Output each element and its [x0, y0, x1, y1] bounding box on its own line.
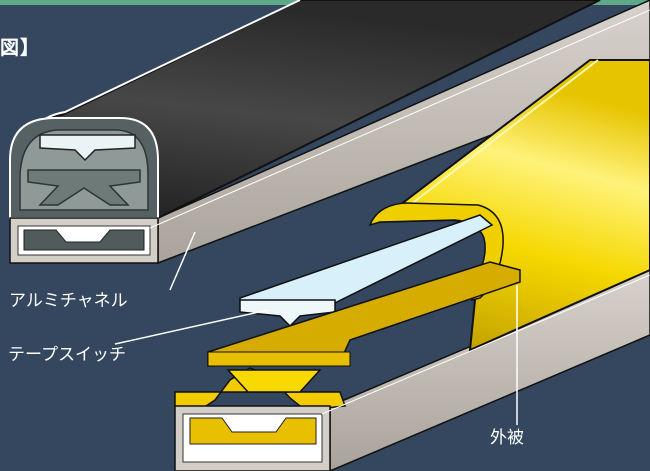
yellow-cable [174, 59, 650, 471]
label-tape-switch: テープスイッチ [8, 345, 126, 365]
leader-aluminum-channel [169, 231, 196, 291]
tape-switch-cap [239, 299, 336, 328]
figure-title: 図】 [0, 37, 41, 59]
dark-cable [9, 0, 650, 265]
label-jacket: 外被 [490, 428, 524, 448]
leader-tape-switch [114, 309, 269, 345]
dark-cable-switch-cap [39, 134, 136, 162]
label-aluminum-channel: アルミチャネル [9, 291, 128, 311]
